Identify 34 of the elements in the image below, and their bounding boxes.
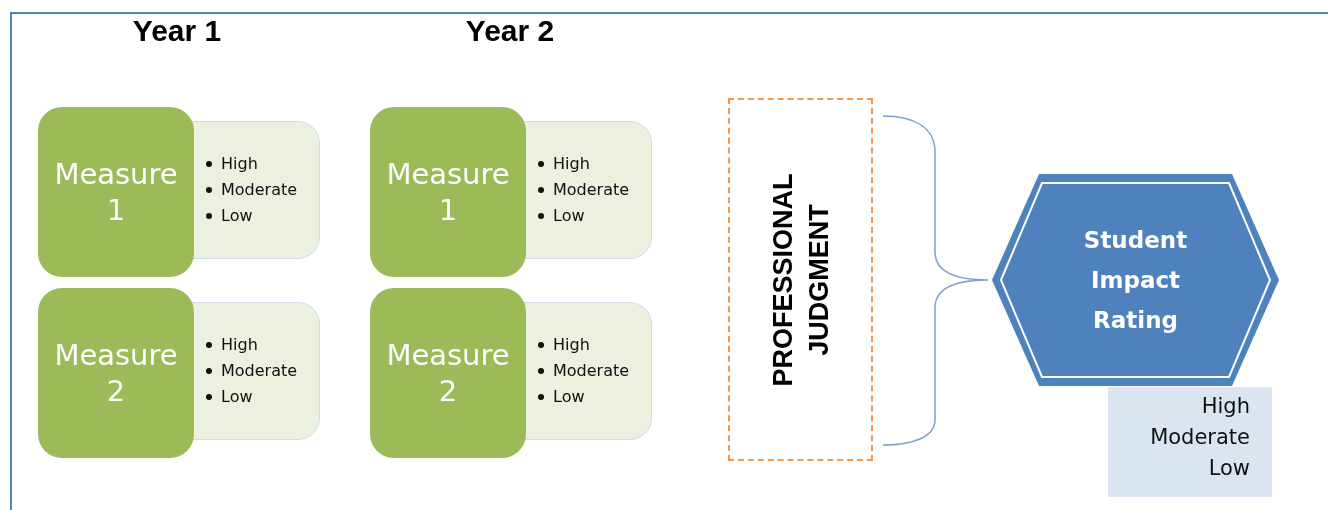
bullet-item: Moderate [221,360,298,382]
rating-level: Moderate [1150,424,1250,451]
column-heading: Year 1 [131,14,223,48]
rating-list-box [192,302,320,440]
measure-box [370,107,526,277]
bullet-item: Low [553,386,585,408]
measure-title: Measure 1 [385,155,511,229]
measure-title: Measure 2 [385,336,511,410]
measure-box [370,288,526,458]
bullet-item: High [221,153,258,175]
bullet-item: Moderate [553,360,630,382]
measure-box [38,288,194,458]
hexagon-label: Student Impact Rating [1082,226,1189,335]
rating-list-box [192,121,320,259]
rating-level: High [1201,393,1250,420]
bullet-item: Moderate [221,179,298,201]
column-heading: Year 2 [464,14,556,48]
bullet-item: High [553,334,590,356]
measure-box [38,107,194,277]
vertical-label: PROFESSIONAL JUDGMENT [766,172,835,388]
bullet-item: Low [221,205,253,227]
rating-box [1108,387,1272,497]
rating-list-box [524,302,652,440]
hexagon [992,174,1279,386]
measure-title: Measure 1 [53,155,179,229]
dashed-box [728,98,873,461]
rating-list-box [524,121,652,259]
bullet-item: High [553,153,590,175]
bullet-item: High [221,334,258,356]
bullet-item: Moderate [553,179,630,201]
bullet-item: Low [553,205,585,227]
rating-level: Low [1208,455,1250,482]
bullet-item: Low [221,386,253,408]
measure-title: Measure 2 [53,336,179,410]
